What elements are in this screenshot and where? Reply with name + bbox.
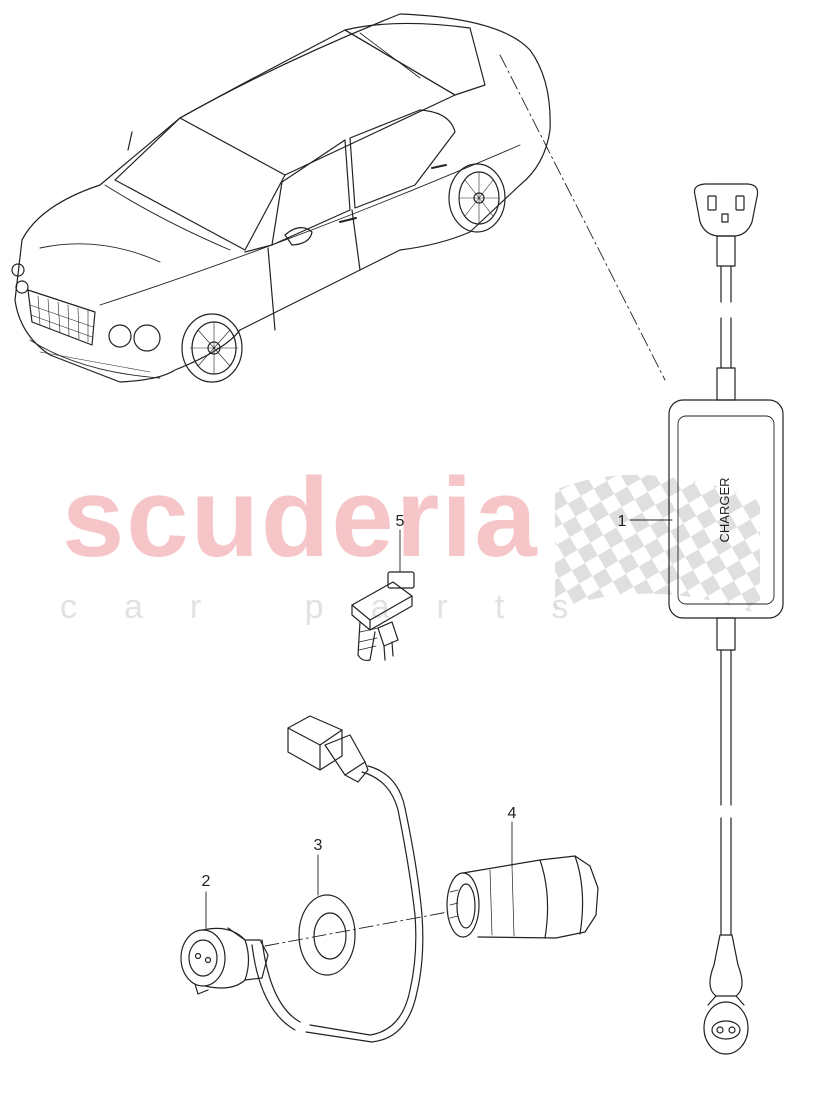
callout-4: 4 [508,805,517,822]
checkered-flag-watermark [555,474,760,615]
charger-label: CHARGER [717,477,732,542]
clip-part-5 [351,571,415,662]
charger-assembly [668,183,784,1055]
callout-3: 3 [314,837,323,854]
assembly-axis [264,911,449,947]
callout-1: 1 [618,513,627,530]
callout-2: 2 [202,873,211,890]
socket-part-2 [180,927,269,995]
car-illustration [11,13,551,383]
wiring-harness [251,715,424,1043]
bushing-part-4 [446,855,599,939]
callout-5: 5 [396,513,405,530]
ring-part-3 [298,894,356,976]
watermark-tagline: car parts [60,588,616,626]
leader-car-charger [499,54,666,381]
watermark-brand: scuderia [62,455,539,580]
